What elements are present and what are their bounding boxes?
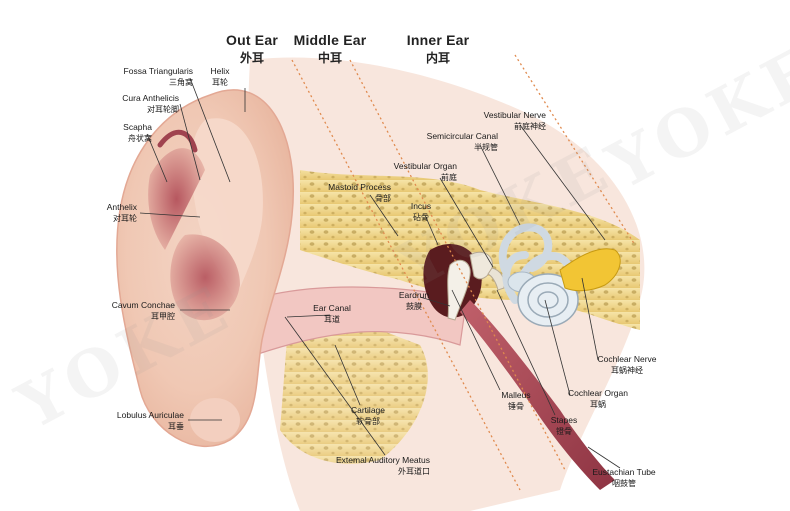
label-external-auditory-meatus: Extemal Auditory Meatus 外耳道口 bbox=[336, 455, 430, 477]
label-zh: 舟状窝 bbox=[123, 133, 152, 144]
label-en: Ear Canal bbox=[308, 303, 356, 314]
label-zh: 砧骨 bbox=[403, 212, 439, 223]
label-en: Cochlear Organ bbox=[563, 388, 633, 399]
label-fossa-triangularis: Fossa Triangularis 三角窝 bbox=[124, 66, 193, 88]
label-vestibular-organ: Vestibular Organ 前庭 bbox=[394, 161, 457, 183]
label-anthelix: Anthelix 对耳轮 bbox=[107, 202, 137, 224]
label-en: Vestibular Organ bbox=[394, 161, 457, 172]
label-zh: 前庭 bbox=[394, 172, 457, 183]
label-en: Cartilage bbox=[340, 405, 396, 416]
label-zh: 外耳道口 bbox=[336, 466, 430, 477]
label-zh: 耳垂 bbox=[117, 421, 184, 432]
label-cochlear-nerve: Cochlear Nerve 耳蜗神经 bbox=[590, 354, 664, 376]
label-en: Scapha bbox=[123, 122, 152, 133]
header-outer-ear: Out Ear 外耳 bbox=[215, 32, 289, 66]
label-eustachian-tube: Eustachian Tube 咽鼓管 bbox=[586, 467, 662, 489]
label-en: Cochlear Nerve bbox=[590, 354, 664, 365]
label-scapha: Scapha 舟状窝 bbox=[123, 122, 152, 144]
label-zh: 镫骨 bbox=[544, 426, 584, 437]
label-en: Vestibular Nerve bbox=[484, 110, 546, 121]
label-en: Cavum Conchae bbox=[112, 300, 175, 311]
label-zh: 半规管 bbox=[427, 142, 498, 153]
label-en: Extemal Auditory Meatus bbox=[336, 455, 430, 466]
header-outer-zh: 外耳 bbox=[215, 49, 289, 66]
label-en: Lobulus Auriculae bbox=[117, 410, 184, 421]
label-en: Anthelix bbox=[107, 202, 137, 213]
label-zh: 对耳轮脚 bbox=[122, 104, 179, 115]
label-malleus: Malleus 锤骨 bbox=[494, 390, 538, 412]
label-zh: 咽鼓管 bbox=[586, 478, 662, 489]
label-en: Eustachian Tube bbox=[586, 467, 662, 478]
label-cochlear-organ: Cochlear Organ 耳蜗 bbox=[563, 388, 633, 410]
label-stapes: Stapes 镫骨 bbox=[544, 415, 584, 437]
label-zh: 耳蜗神经 bbox=[590, 365, 664, 376]
label-zh: 鼓膜 bbox=[392, 301, 436, 312]
label-vestibular-nerve: Vestibular Nerve 前庭神经 bbox=[484, 110, 546, 132]
label-zh: 三角窝 bbox=[124, 77, 193, 88]
label-en: Incus bbox=[403, 201, 439, 212]
label-zh: 骨部 bbox=[328, 193, 391, 204]
label-en: Stapes bbox=[544, 415, 584, 426]
label-en: Mastoid Process bbox=[328, 182, 391, 193]
label-zh: 耳轮 bbox=[205, 77, 235, 88]
label-zh: 耳蜗 bbox=[563, 399, 633, 410]
label-en: Fossa Triangularis bbox=[124, 66, 193, 77]
label-helix: Helix 耳轮 bbox=[205, 66, 235, 88]
label-en: Eardrun bbox=[392, 290, 436, 301]
header-middle-ear: Middle Ear 中耳 bbox=[288, 32, 372, 66]
label-zh: 耳甲腔 bbox=[112, 311, 175, 322]
label-en: Semicircular Canal bbox=[427, 131, 498, 142]
label-eardrum: Eardrun 鼓膜 bbox=[392, 290, 436, 312]
label-cartilage: Cartilage 软骨部 bbox=[340, 405, 396, 427]
label-mastoid-process: Mastoid Process 骨部 bbox=[328, 182, 391, 204]
header-middle-en: Middle Ear bbox=[288, 32, 372, 48]
label-incus: Incus 砧骨 bbox=[403, 201, 439, 223]
label-zh: 锤骨 bbox=[494, 401, 538, 412]
label-en: Cura Anthelicis bbox=[122, 93, 179, 104]
header-inner-en: Inner Ear bbox=[400, 32, 476, 48]
label-en: Helix bbox=[205, 66, 235, 77]
label-zh: 软骨部 bbox=[340, 416, 396, 427]
label-cavum-conchae: Cavum Conchae 耳甲腔 bbox=[112, 300, 175, 322]
label-cura-anthelicis: Cura Anthelicis 对耳轮脚 bbox=[122, 93, 179, 115]
header-middle-zh: 中耳 bbox=[288, 49, 372, 66]
label-semicircular-canal: Semicircular Canal 半规管 bbox=[427, 131, 498, 153]
label-lobulus-auriculae: Lobulus Auriculae 耳垂 bbox=[117, 410, 184, 432]
header-inner-zh: 内耳 bbox=[400, 49, 476, 66]
header-inner-ear: Inner Ear 内耳 bbox=[400, 32, 476, 66]
label-zh: 耳道 bbox=[308, 314, 356, 325]
label-ear-canal: Ear Canal 耳道 bbox=[308, 303, 356, 325]
header-outer-en: Out Ear bbox=[215, 32, 289, 48]
label-zh: 对耳轮 bbox=[107, 213, 137, 224]
label-en: Malleus bbox=[494, 390, 538, 401]
